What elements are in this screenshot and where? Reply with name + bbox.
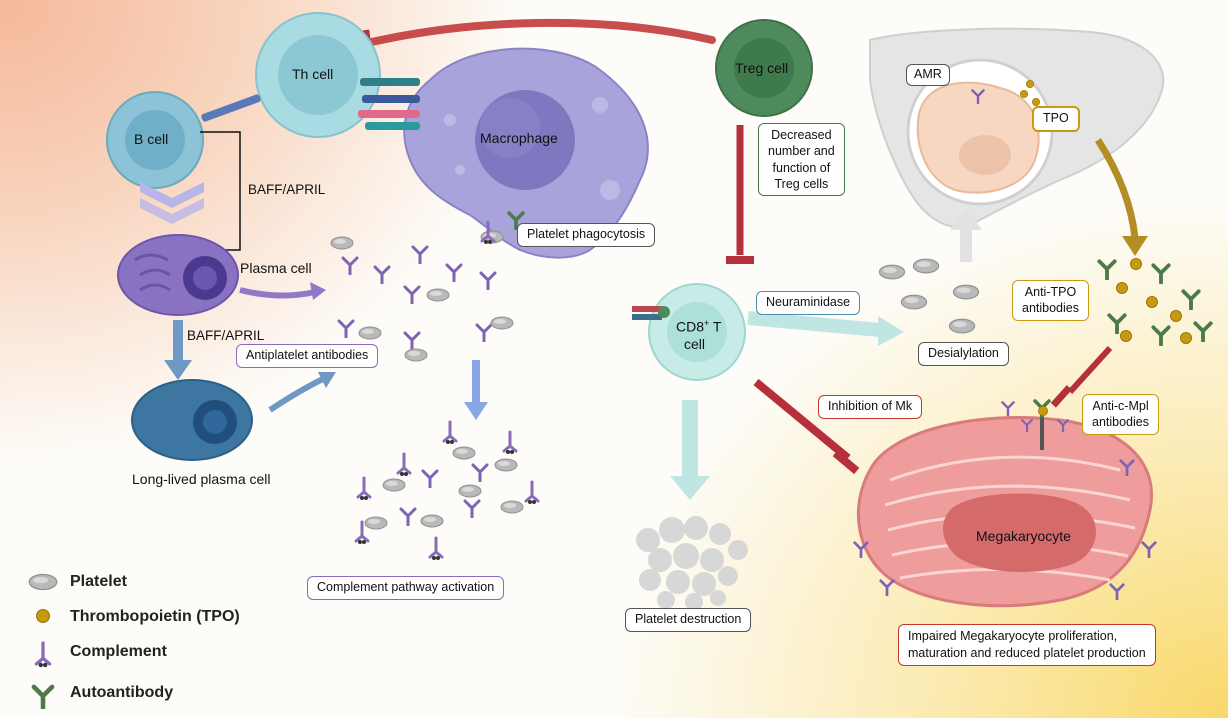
legend-tpo-icon bbox=[36, 609, 50, 623]
legend-complement-icon bbox=[34, 641, 52, 668]
megakaryocyte-label: Megakaryocyte bbox=[976, 528, 1071, 544]
anti-tpo-box: Anti-TPO antibodies bbox=[1012, 280, 1089, 321]
cd8-receptor bbox=[632, 306, 670, 320]
impaired-production-box: Impaired Megakaryocyte proliferation, ma… bbox=[898, 624, 1156, 666]
anti-tpo-line1: Anti-TPO bbox=[1024, 285, 1077, 299]
impaired-line2: maturation and reduced platelet producti… bbox=[908, 645, 1146, 660]
cd8-to-mk-inhibit-bar bbox=[832, 449, 860, 475]
tpo-label: TPO bbox=[1032, 106, 1080, 132]
baff-april-label-1: BAFF/APRIL bbox=[248, 182, 326, 197]
anti-tpo-cluster bbox=[1097, 258, 1213, 346]
tpo-down-arrowhead bbox=[1122, 236, 1148, 256]
plasma-cell-label: Plasma cell bbox=[240, 260, 312, 276]
treg-cell-label: Treg cell bbox=[735, 60, 789, 76]
legend-autoantibody-label: Autoantibody bbox=[70, 684, 174, 701]
longlived-output-arrowhead bbox=[318, 372, 336, 388]
b-cell-label: B cell bbox=[134, 131, 169, 147]
cd8-to-destruction-arrowhead bbox=[670, 476, 710, 500]
desialylated-platelets bbox=[878, 258, 980, 334]
th-cell bbox=[255, 12, 381, 138]
th-macrophage-receptors bbox=[358, 78, 420, 130]
baff-april-label-2: BAFF/APRIL bbox=[187, 328, 265, 343]
legend-platelet-icon bbox=[28, 573, 58, 591]
treg-decrease-box: Decreased number and function of Treg ce… bbox=[758, 123, 845, 196]
macrophage-label: Macrophage bbox=[480, 130, 558, 146]
cd8-to-mk-inhibit-line bbox=[753, 378, 851, 462]
treg-to-cd8-inhibit-bar bbox=[726, 256, 754, 264]
long-lived-plasma-cell-label: Long-lived plasma cell bbox=[132, 471, 271, 487]
antibody-cluster bbox=[330, 211, 525, 362]
differentiation-chevrons bbox=[140, 182, 204, 224]
cd8-t-cell bbox=[648, 283, 746, 381]
cd8-label-line2: cell bbox=[684, 336, 706, 352]
desialylation-box: Desialylation bbox=[918, 342, 1009, 366]
cd8-to-desialylation-arrow bbox=[747, 311, 881, 337]
legend-autoantibody-icon bbox=[34, 687, 52, 708]
neuraminidase-box: Neuraminidase bbox=[756, 291, 861, 315]
b-cell bbox=[106, 91, 204, 189]
antitpo-to-mk-inhibit-line bbox=[1067, 345, 1113, 395]
legend-complement-label: Complement bbox=[70, 643, 167, 660]
treg-decrease-line3: function of bbox=[772, 160, 831, 175]
platelet-phagocytosis-box: Platelet phagocytosis bbox=[517, 223, 656, 247]
platelet-destruction-cloud bbox=[636, 516, 748, 611]
antiplatelet-antibodies-box: Antiplatelet antibodies bbox=[236, 344, 379, 368]
complement-cluster bbox=[354, 420, 540, 560]
anti-cmpl-line1: Anti-c-Mpl bbox=[1092, 399, 1149, 413]
antitpo-to-mk-inhibit-bar bbox=[1050, 385, 1073, 408]
plasma-to-longlived-arrowhead bbox=[164, 360, 192, 380]
amr-label: AMR bbox=[906, 64, 950, 86]
complement-pathway-box: Complement pathway activation bbox=[307, 576, 505, 600]
treg-decrease-line4: Treg cells bbox=[774, 176, 829, 191]
impaired-line1: Impaired Megakaryocyte proliferation, bbox=[908, 629, 1118, 643]
b-th-receptor bbox=[201, 94, 261, 122]
cd8-to-desialylation-arrowhead bbox=[878, 316, 904, 346]
plasma-output-arrowhead bbox=[310, 282, 326, 300]
anti-tpo-line2: antibodies bbox=[1022, 301, 1079, 316]
treg-cell bbox=[715, 19, 813, 117]
treg-decrease-line1: Decreased bbox=[771, 128, 832, 142]
cd8-label-line1: CD8+ T bbox=[676, 318, 722, 335]
megakaryocyte bbox=[853, 399, 1157, 608]
to-complement-arrowhead bbox=[464, 402, 488, 420]
anti-cmpl-box: Anti-c-Mpl antibodies bbox=[1082, 394, 1159, 435]
tpo-down-arrow bbox=[1095, 138, 1139, 239]
th-cell-label: Th cell bbox=[292, 66, 334, 82]
desialylation-to-liver-arrowhead bbox=[950, 208, 982, 230]
legend-icons bbox=[28, 573, 58, 708]
legend-tpo-label: Thrombopoietin (TPO) bbox=[70, 608, 240, 625]
longlived-output-arrow bbox=[268, 375, 327, 413]
plasma-cell bbox=[117, 234, 239, 316]
macrophage bbox=[403, 47, 649, 259]
platelet-destruction-box: Platelet destruction bbox=[625, 608, 752, 632]
inhibition-mk-box: Inhibition of Mk bbox=[818, 395, 923, 419]
baff-bracket bbox=[200, 131, 241, 251]
liver bbox=[869, 27, 1165, 228]
long-lived-plasma-cell bbox=[131, 379, 253, 461]
treg-to-th-inhibit-line bbox=[368, 18, 716, 46]
anti-cmpl-line2: antibodies bbox=[1092, 415, 1149, 430]
legend-platelet-label: Platelet bbox=[70, 573, 127, 590]
treg-decrease-line2: number and bbox=[768, 144, 835, 159]
plasma-output-arrow bbox=[239, 287, 316, 299]
